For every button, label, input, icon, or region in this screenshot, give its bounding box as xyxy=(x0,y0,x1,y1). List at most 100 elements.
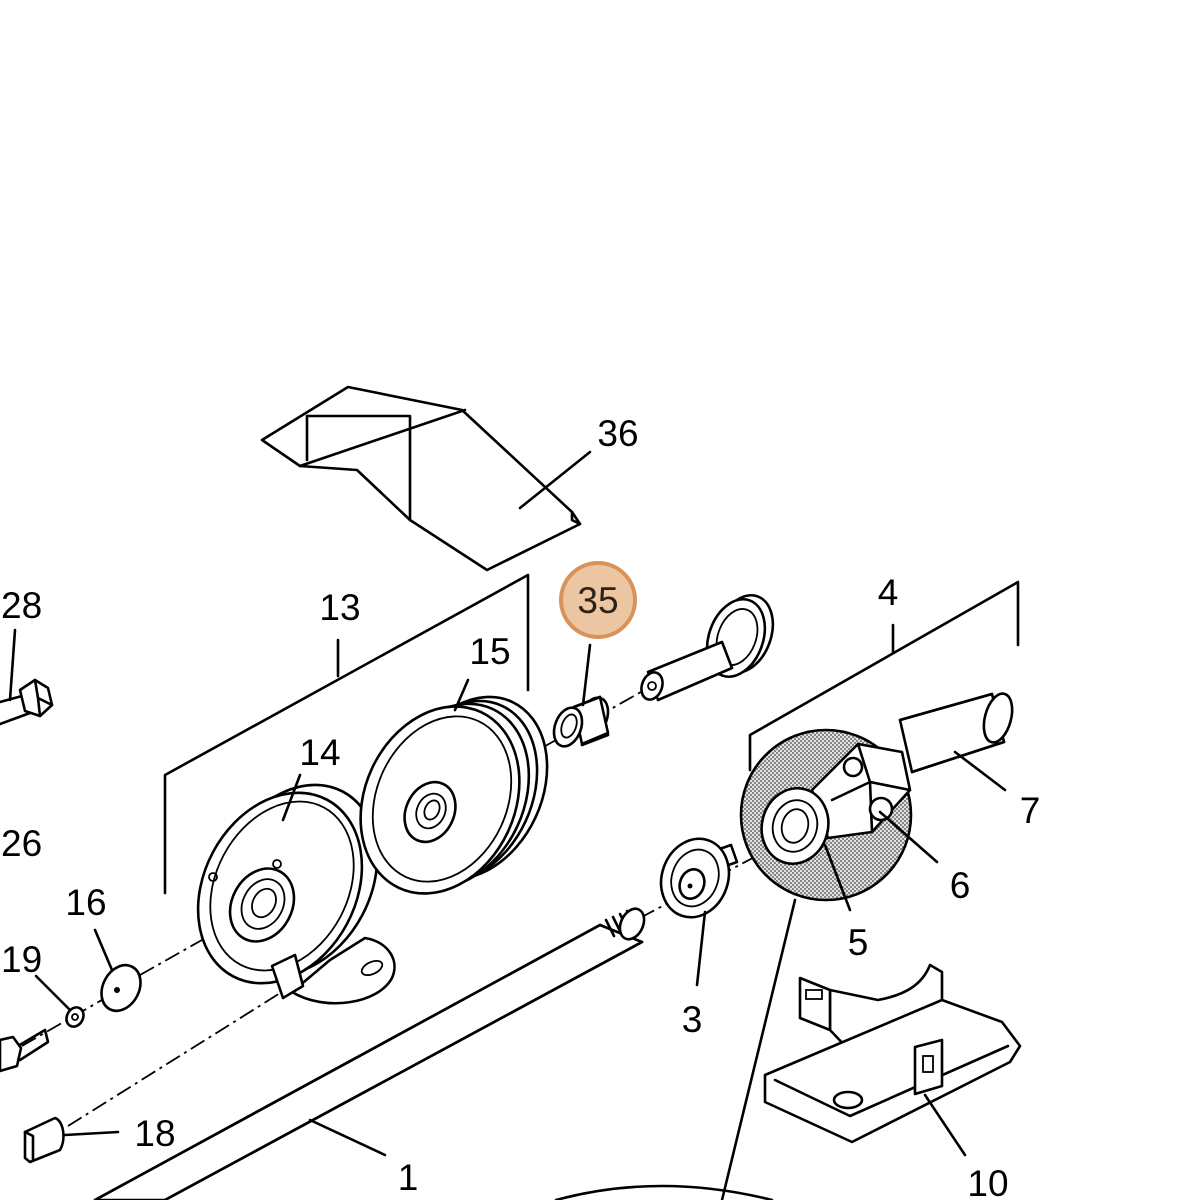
leader-10 xyxy=(923,1093,967,1157)
shield-tab xyxy=(570,510,582,526)
callout-18[interactable]: 18 xyxy=(134,1113,175,1154)
shaft-1-end xyxy=(618,907,646,941)
part-7-shaft xyxy=(898,692,1014,774)
bolt-26-shank xyxy=(16,1028,50,1062)
clutch-lobe xyxy=(290,936,396,1005)
clutch-face-ring xyxy=(209,800,355,972)
shield-outline xyxy=(260,385,582,572)
clutch-anti-rotation-tab xyxy=(270,953,305,1000)
spindle-end xyxy=(640,671,664,701)
callout-6[interactable]: 6 xyxy=(950,865,971,906)
part-36-shield xyxy=(260,385,582,572)
leader-16 xyxy=(93,928,114,972)
shield-fold xyxy=(298,408,467,468)
bearing-3-center xyxy=(687,883,693,889)
callout-16[interactable]: 16 xyxy=(65,882,106,923)
spindle-shaft xyxy=(640,593,775,702)
part-16-washer xyxy=(100,963,142,1013)
leader-36 xyxy=(518,450,592,510)
clutch-lobe-slot xyxy=(360,959,384,977)
bracket-left-tab xyxy=(798,976,832,1032)
part-5-bearing-mid xyxy=(771,799,819,853)
washer-16-bore xyxy=(114,987,120,993)
shaft-7-end xyxy=(982,692,1014,744)
leader-6 xyxy=(878,810,939,864)
callout-10[interactable]: 10 xyxy=(967,1163,1008,1200)
leader-5 xyxy=(823,843,852,912)
part-10-bracket xyxy=(763,963,1022,1144)
leader-lines xyxy=(8,450,1007,1157)
nut-19-bore xyxy=(71,1013,79,1021)
bracket-4-group xyxy=(748,580,1020,772)
key-18-edge xyxy=(23,1130,35,1162)
bearing-3-ring xyxy=(670,848,720,908)
bracket-13-group xyxy=(163,573,530,895)
leader-1 xyxy=(308,1118,387,1157)
part-5-bearing-inner xyxy=(780,808,810,844)
leader-28 xyxy=(8,628,17,702)
part-26-bolt xyxy=(0,1028,50,1073)
leader-3 xyxy=(695,910,707,987)
belt-line xyxy=(720,898,797,1200)
bracket-left-slot xyxy=(805,989,823,1000)
part-19-nut xyxy=(65,1006,85,1028)
bracket-channel xyxy=(763,998,1022,1144)
leader-18 xyxy=(63,1130,120,1137)
callout-14[interactable]: 14 xyxy=(299,732,340,773)
belt xyxy=(554,898,797,1200)
bushing-sides xyxy=(572,695,610,747)
shaft-1-splines xyxy=(604,909,637,938)
leader-14 xyxy=(281,773,302,822)
callout-13[interactable]: 13 xyxy=(319,587,360,628)
clutch-hole-b xyxy=(272,859,282,869)
spindle-end-bore xyxy=(647,681,657,691)
part-15-pulley xyxy=(359,695,549,895)
bracket-front-slot xyxy=(922,1055,934,1073)
part-14-clutch xyxy=(196,783,396,1005)
callout-7[interactable]: 7 xyxy=(1020,790,1041,831)
callout-36[interactable]: 36 xyxy=(597,413,638,454)
clutch-hole-a xyxy=(208,872,218,882)
part-3-bearing xyxy=(659,837,739,919)
part-1-drive-shaft xyxy=(93,907,646,1200)
u-joint-pin-top xyxy=(842,756,864,778)
callout-3[interactable]: 3 xyxy=(682,999,703,1040)
leader-19 xyxy=(34,974,72,1012)
bracket-channel-fold xyxy=(773,1044,1010,1118)
leader-35 xyxy=(581,643,592,707)
callout-26[interactable]: 26 xyxy=(1,823,42,864)
pulley-face-ring xyxy=(371,715,513,883)
callout-labels: 36 28 13 15 35 4 14 7 26 16 6 19 5 3 18 … xyxy=(1,413,1040,1200)
shaft-1-edges xyxy=(93,923,644,1200)
callout-35-highlight[interactable] xyxy=(559,561,637,639)
magnifier-detail xyxy=(739,728,913,902)
bolt-28-head-edge xyxy=(33,678,54,718)
nut-19 xyxy=(65,1006,85,1028)
shield-panel xyxy=(305,414,412,522)
bolt-26-head xyxy=(0,1035,23,1073)
part-6-pin xyxy=(868,796,894,822)
callout-4[interactable]: 4 xyxy=(878,572,899,613)
callout-35[interactable]: 35 xyxy=(577,580,618,621)
clutch-bearing-mid xyxy=(240,878,286,930)
belt-arc xyxy=(554,1184,774,1200)
part-35-bushing xyxy=(552,695,610,748)
callout-28[interactable]: 28 xyxy=(1,585,42,626)
shaft-7-edges xyxy=(898,692,1006,774)
callout-1[interactable]: 1 xyxy=(398,1157,419,1198)
bearing-3-hub xyxy=(678,868,706,900)
callout-15[interactable]: 15 xyxy=(469,631,510,672)
callout-5[interactable]: 5 xyxy=(848,922,869,963)
axis-key xyxy=(67,989,286,1127)
callout-19[interactable]: 19 xyxy=(1,939,42,980)
part-28-bolt xyxy=(0,678,54,726)
key-18 xyxy=(23,1116,65,1164)
bracket-hole xyxy=(832,1090,864,1110)
pulley-hub-ring xyxy=(415,792,447,830)
bracket-front-tab xyxy=(913,1038,944,1096)
clutch-bearing-inner xyxy=(251,887,277,919)
part-18-key xyxy=(23,1116,65,1164)
washer-16 xyxy=(100,963,142,1013)
leader-15 xyxy=(453,678,470,712)
